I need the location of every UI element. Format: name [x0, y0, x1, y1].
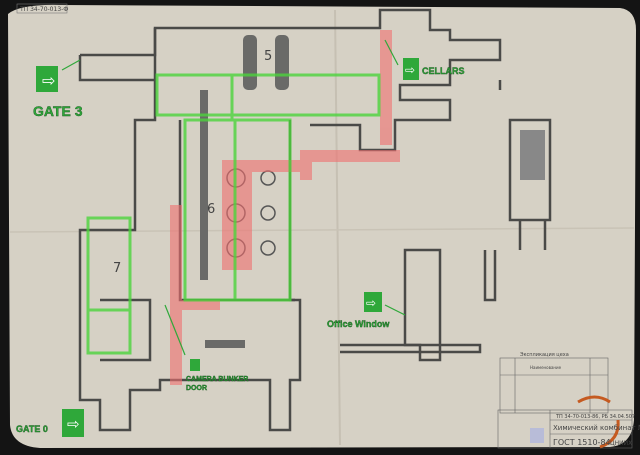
title-block — [497, 357, 633, 449]
svg-text:⇨: ⇨ — [67, 416, 80, 433]
room-number: 7 — [113, 261, 121, 276]
exit-sign-icon — [190, 359, 200, 371]
exit-label: CAMERA BUNKER — [186, 376, 248, 383]
exit-gate-3[interactable]: ⇨ GATE 3 — [33, 66, 83, 119]
corner-code-box — [16, 3, 68, 14]
drawing-code: ТП 34-70-013-86, РБ 34.04.507 — [555, 414, 635, 420]
exit-label-line2: DOOR — [186, 385, 207, 392]
exit-sign-icon — [403, 58, 419, 80]
room-number: 5 — [264, 49, 272, 64]
paper — [8, 4, 636, 449]
svg-text:⇨: ⇨ — [405, 63, 415, 77]
room-number: 6 — [207, 202, 215, 217]
table-header: Наименование — [530, 365, 562, 370]
exit-sign-icon — [364, 292, 382, 312]
drawing-org: ЦНИИХ — [610, 440, 632, 447]
drawing-name: Химический комбинат № 16 — [553, 424, 640, 432]
svg-text:⇨: ⇨ — [42, 73, 55, 90]
exit-label: GATE 3 — [33, 103, 83, 119]
svg-text:⇨: ⇨ — [366, 296, 376, 310]
exit-sign-icon — [36, 66, 58, 92]
exit-camera-bunker-door[interactable]: CAMERA BUNKER DOOR — [186, 359, 249, 392]
drawing-standard: ГОСТ 1510-84 — [553, 438, 611, 447]
corner-code: ТП 34-70-013-Ф — [19, 6, 68, 13]
exit-gate-0[interactable]: ⇨ GATE 0 — [16, 409, 84, 437]
exit-label: CELLARS — [422, 66, 465, 76]
exit-pointers — [61, 39, 406, 356]
exit-label: GATE 0 — [16, 424, 48, 434]
fold-line — [9, 227, 635, 233]
exit-cellars[interactable]: ⇨ CELLARS — [403, 58, 465, 80]
green-routes — [86, 73, 381, 355]
table-title: Экспликация цеха — [520, 352, 569, 358]
exit-label: Office Window — [327, 319, 390, 329]
exit-office-window[interactable]: ⇨ Office Window — [327, 292, 391, 329]
fold-line — [334, 9, 341, 446]
exit-sign-icon — [62, 409, 84, 437]
